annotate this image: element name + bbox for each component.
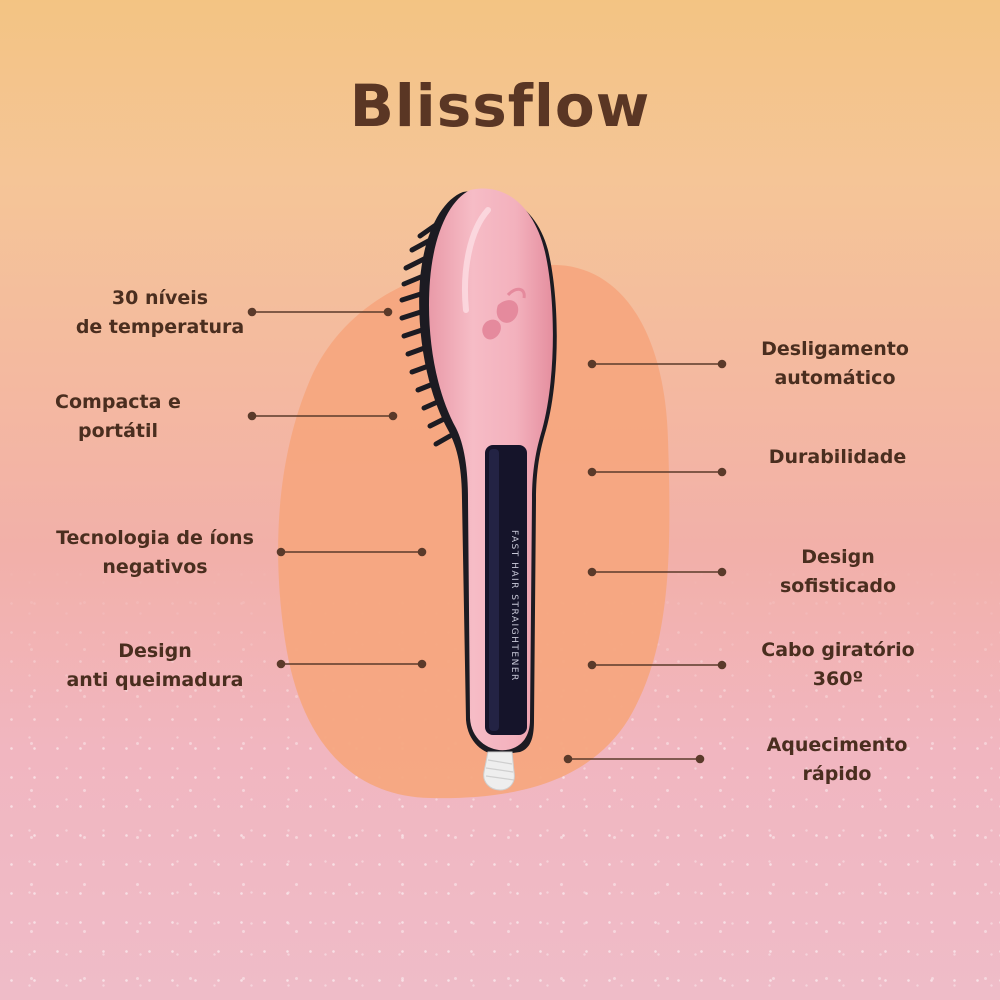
brand-logo-mark	[482, 287, 526, 340]
feature-line: 30 níveis	[111, 287, 209, 309]
feature-anti-burn: Design anti queimadura	[45, 637, 265, 695]
feature-line: portátil	[77, 420, 159, 442]
feature-line: Compacta e	[55, 391, 181, 413]
feature-line: 360º	[812, 668, 864, 690]
feature-line: Aquecimento	[766, 734, 908, 756]
feature-line: Tecnologia de íons	[56, 527, 254, 549]
page-title: Blissflow	[349, 72, 651, 140]
feature-line: de temperatura	[75, 316, 245, 338]
feature-swivel-cord: Cabo giratório 360º	[728, 636, 948, 694]
feature-line: Design	[801, 546, 875, 568]
feature-auto-shutoff: Desligamento automático	[735, 335, 935, 393]
feature-negative-ions: Tecnologia de íons negativos	[35, 524, 275, 582]
feature-line: negativos	[102, 556, 208, 578]
feature-sophisticated-design: Design sofisticado	[738, 543, 938, 601]
feature-line: automático	[774, 367, 896, 389]
feature-durability: Durabilidade	[735, 443, 940, 472]
feature-line: rápido	[802, 763, 872, 785]
feature-temperature-levels: 30 níveis de temperatura	[40, 284, 280, 342]
panel-text: FAST HAIR STRAIGHTENER	[509, 530, 519, 682]
feature-fast-heating: Aquecimento rápido	[730, 731, 944, 789]
feature-line: Durabilidade	[768, 446, 907, 468]
feature-line: Design	[118, 640, 192, 662]
feature-line: sofisticado	[779, 575, 897, 597]
feature-line: anti queimadura	[66, 669, 244, 691]
feature-compact: Compacta e portátil	[28, 388, 208, 446]
feature-line: Cabo giratório	[761, 639, 915, 661]
feature-line: Desligamento	[761, 338, 909, 360]
